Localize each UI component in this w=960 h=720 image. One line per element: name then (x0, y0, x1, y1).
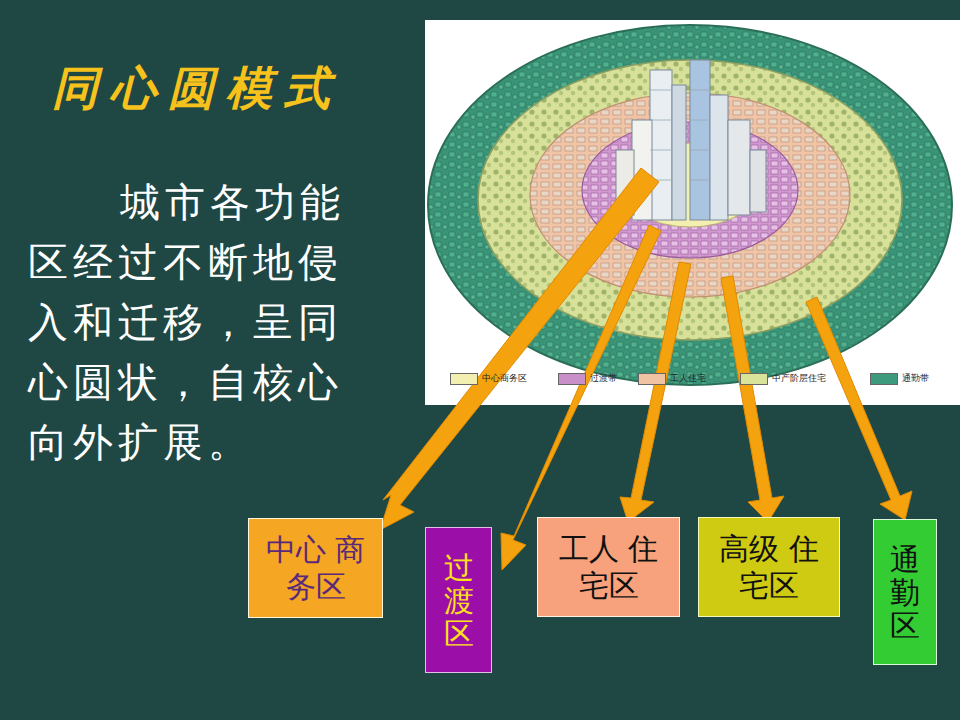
legend-swatch (450, 373, 478, 385)
body-text: 城市各功能区经过不断地侵入和迁移，呈同心圆状，自核心向外扩展。 (28, 172, 368, 472)
legend-swatch (558, 373, 586, 385)
legend-swatch (638, 373, 666, 385)
zone-box: 中心 商务区 (248, 518, 383, 618)
zone-box: 工人 住宅区 (537, 517, 680, 617)
map-legend: 中心商务区 过渡带 工人住宅 中产阶层住宅 通勤带 (450, 372, 950, 388)
legend-item: 中产阶层住宅 (740, 372, 826, 385)
legend-text: 通勤带 (902, 372, 929, 385)
legend-item: 通勤带 (870, 372, 929, 385)
zone-label: 中心 商务区 (253, 531, 378, 606)
legend-swatch (740, 373, 768, 385)
zone-label: 工人 住宅区 (546, 530, 672, 605)
legend-text: 工人住宅 (670, 372, 706, 385)
zone-label: 过渡区 (444, 551, 474, 650)
legend-text: 过渡带 (590, 372, 617, 385)
legend-item: 过渡带 (558, 372, 617, 385)
legend-text: 中产阶层住宅 (772, 372, 826, 385)
legend-text: 中心商务区 (482, 372, 527, 385)
zone-box: 过渡区 (425, 527, 492, 673)
slide-title: 同心圆模式 (52, 58, 342, 120)
legend-item: 中心商务区 (450, 372, 527, 385)
zone-box: 通勤区 (873, 519, 937, 665)
legend-swatch (870, 373, 898, 385)
zone-label: 高级 住宅区 (706, 530, 832, 605)
zone-box: 高级 住宅区 (698, 517, 840, 617)
zone-label: 通勤区 (890, 543, 920, 642)
legend-item: 工人住宅 (638, 372, 706, 385)
